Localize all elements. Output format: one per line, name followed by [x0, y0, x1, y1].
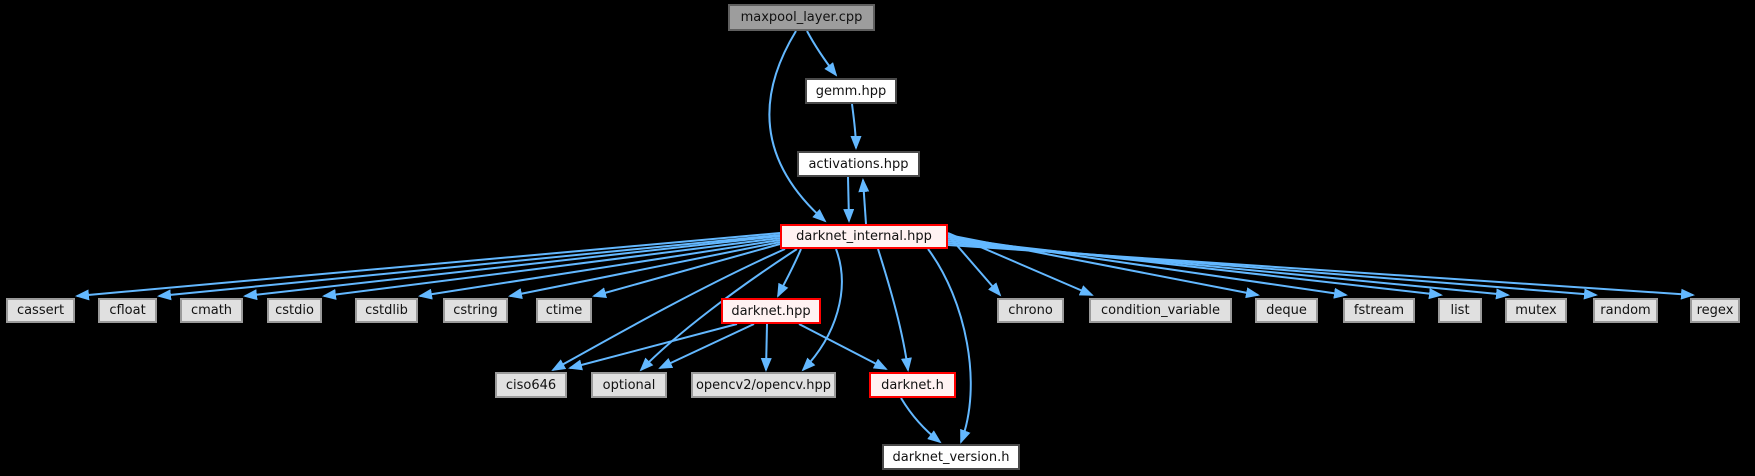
- node-cstdlib: cstdlib: [355, 298, 418, 323]
- edge-darknet_h-to-version: [900, 397, 942, 444]
- node-opencv: opencv2/opencv.hpp: [691, 372, 836, 398]
- edge-darknet_hpp-to-optional: [658, 323, 755, 369]
- node-list: list: [1438, 298, 1482, 323]
- node-maxpool: maxpool_layer.cpp: [728, 4, 875, 31]
- node-ctime: ctime: [536, 298, 592, 323]
- edge-internal-to-regex: [947, 244, 1695, 300]
- edge-gemm-to-activations: [850, 103, 862, 150]
- edge-internal-to-ctime: [592, 243, 781, 299]
- edge-activations-to-internal: [843, 176, 855, 223]
- node-fstream: fstream: [1343, 298, 1415, 323]
- node-internal[interactable]: darknet_internal.hpp: [780, 224, 948, 249]
- node-cassert: cassert: [6, 298, 75, 323]
- node-activations[interactable]: activations.hpp: [797, 151, 920, 177]
- edge-darknet_hpp-to-opencv: [760, 323, 772, 372]
- edge-group: [75, 30, 1695, 444]
- node-cstring: cstring: [443, 298, 508, 323]
- node-random: random: [1593, 298, 1658, 323]
- edge-internal-to-darknet_h: [877, 248, 912, 372]
- node-gemm[interactable]: gemm.hpp: [805, 78, 897, 104]
- edge-internal-to-cstring: [508, 241, 781, 300]
- edge-maxpool-to-internal: [768, 30, 827, 223]
- node-cmath: cmath: [180, 298, 243, 323]
- node-mutex: mutex: [1505, 298, 1567, 323]
- node-regex: regex: [1690, 298, 1740, 323]
- edge-internal-to-darknet_hpp: [777, 248, 802, 298]
- edge-internal-to-cfloat: [157, 234, 781, 301]
- edge-internal-to-version: [927, 248, 972, 444]
- edge-internal-to-activations: [858, 178, 870, 225]
- node-cstdio: cstdio: [267, 298, 322, 323]
- node-darknet-hpp[interactable]: darknet.hpp: [721, 298, 821, 324]
- edge-internal-to-cassert: [75, 232, 781, 301]
- edge-darknet_hpp-to-ciso646: [568, 323, 738, 371]
- edge-internal-to-opencv: [801, 248, 843, 372]
- node-version[interactable]: darknet_version.h: [882, 444, 1020, 470]
- node-ciso646: ciso646: [495, 372, 567, 398]
- node-darknet-h[interactable]: darknet.h: [869, 372, 956, 398]
- node-optional: optional: [591, 372, 667, 398]
- edge-darknet_hpp-to-darknet_h: [798, 323, 888, 370]
- node-deque: deque: [1255, 298, 1318, 323]
- edge-maxpool-to-gemm: [806, 30, 838, 77]
- edge-internal-to-optional: [639, 248, 798, 372]
- node-condition-variable: condition_variable: [1089, 298, 1232, 323]
- edge-internal-to-ciso646: [551, 248, 786, 371]
- edge-internal-to-cstdio: [322, 237, 781, 300]
- edge-internal-to-cmath: [243, 235, 781, 301]
- node-chrono: chrono: [997, 298, 1064, 323]
- node-cfloat: cfloat: [98, 298, 157, 323]
- edge-internal-to-cstdlib: [418, 239, 781, 300]
